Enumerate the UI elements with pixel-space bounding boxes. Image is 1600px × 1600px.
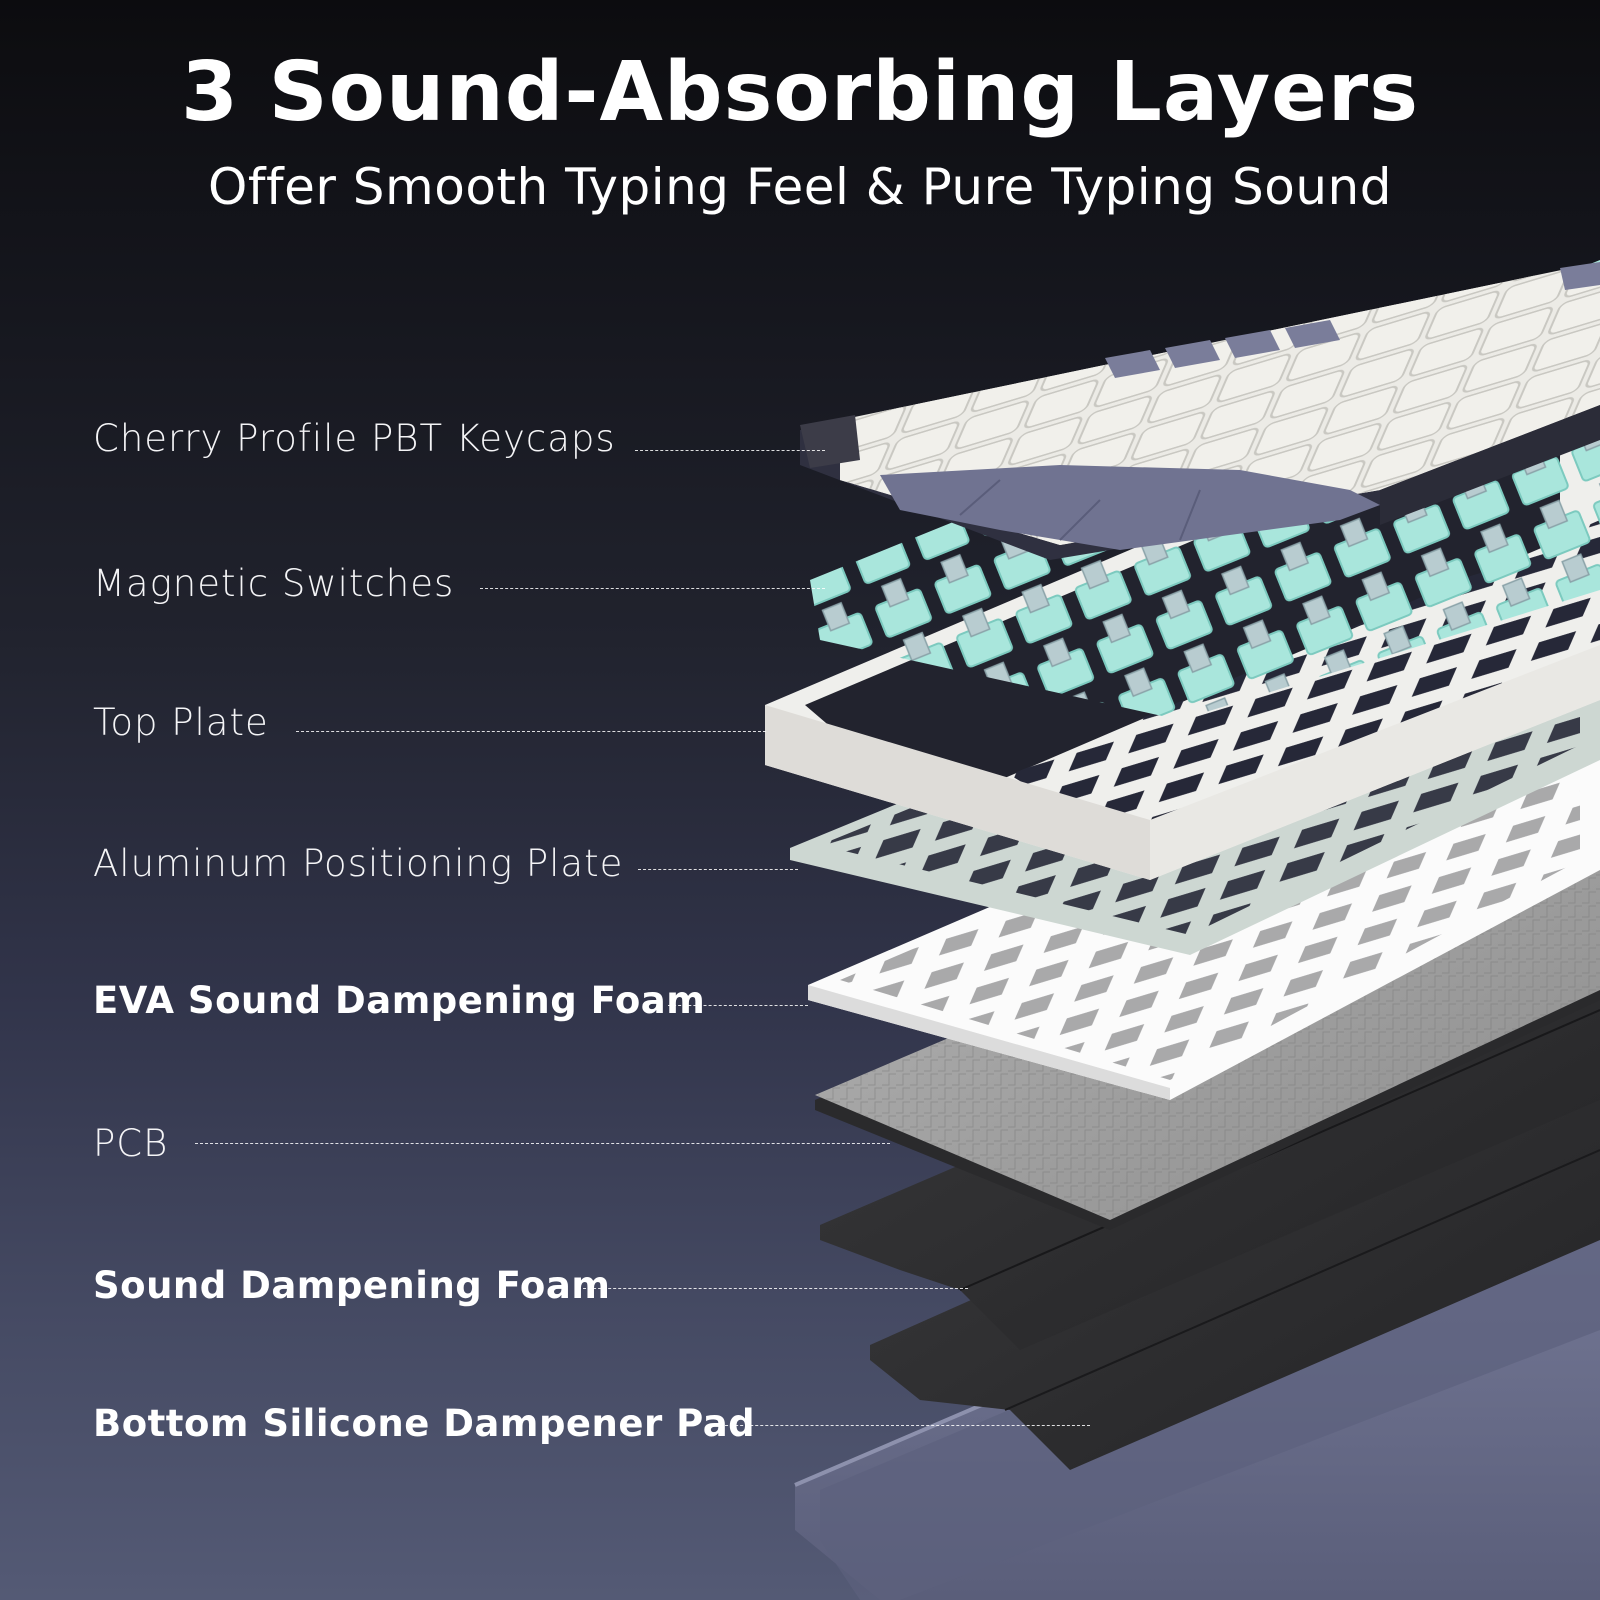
leader-line-pcb: [195, 1143, 890, 1144]
bottom-case: [794, 1138, 1600, 1600]
leader-line-switches: [480, 588, 825, 589]
magnetic-switches: [810, 260, 1600, 720]
layer-label-silicone-pad: Bottom Silicone Dampener Pad: [93, 1402, 756, 1445]
layer-label-aluminum-plate: Aluminum Positioning Plate: [93, 842, 624, 885]
leader-line-aluminum-plate: [638, 869, 798, 870]
page-subtitle: Offer Smooth Typing Feel & Pure Typing S…: [208, 158, 1392, 216]
aluminum-plate: [790, 515, 1600, 955]
layer-label-sound-foam: Sound Dampening Foam: [93, 1264, 611, 1307]
layer-label-pcb: PCB: [93, 1122, 169, 1165]
page-title: 3 Sound-Absorbing Layers: [180, 45, 1420, 140]
layer-label-eva-foam: EVA Sound Dampening Foam: [93, 979, 706, 1022]
top-plate: [765, 350, 1600, 880]
bottom-silicone-pad: [870, 1020, 1600, 1470]
layer-label-switches: Magnetic Switches: [93, 562, 455, 605]
leader-line-eva-foam: [668, 1005, 808, 1006]
leader-line-silicone-pad: [710, 1425, 1090, 1426]
eva-foam: [808, 645, 1600, 1100]
layer-label-keycaps: Cherry Profile PBT Keycaps: [93, 417, 616, 460]
layer-label-top-plate: Top Plate: [93, 701, 269, 744]
leader-line-sound-foam: [578, 1288, 968, 1289]
leader-line-keycaps: [635, 450, 825, 451]
header: 3 Sound-Absorbing Layers Offer Smooth Ty…: [0, 45, 1600, 216]
sound-dampening-foam: [820, 890, 1600, 1350]
keycaps: [800, 262, 1600, 560]
pcb: [815, 760, 1600, 1230]
leader-line-top-plate: [296, 731, 766, 732]
